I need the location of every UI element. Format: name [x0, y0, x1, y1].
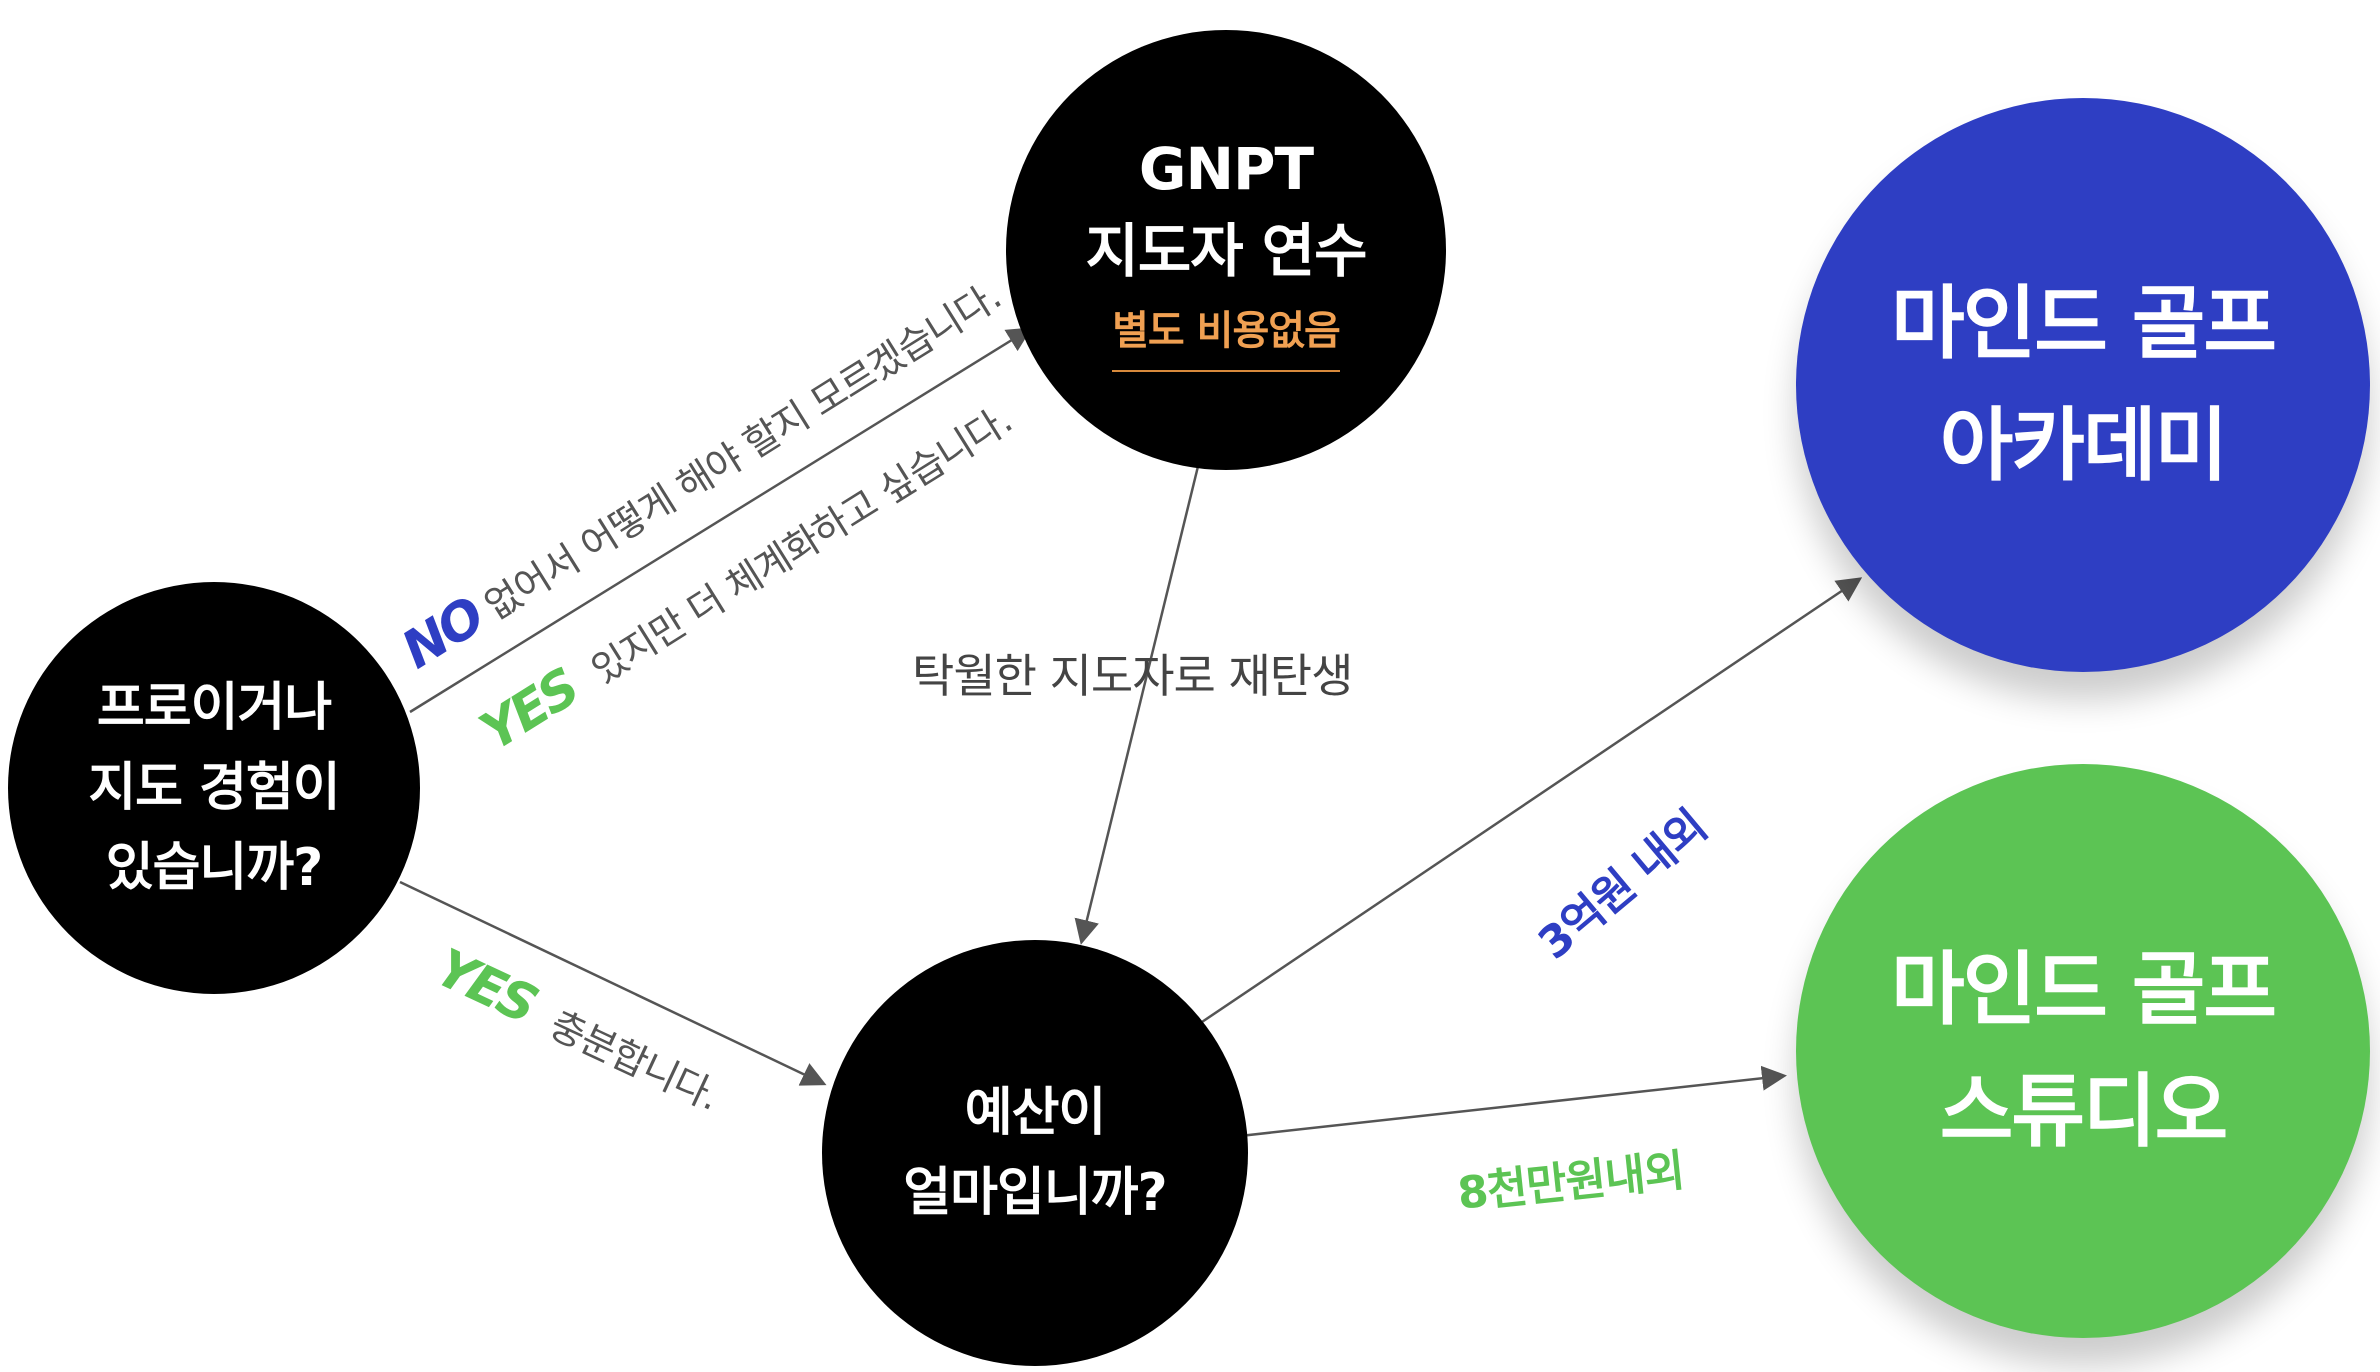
academy-node: 마인드 골프 아카데미	[1796, 98, 2370, 672]
gnpt-node: GNPT 지도자 연수 별도 비용없음	[1006, 30, 1446, 470]
question-budget-line-1: 예산이	[964, 1083, 1107, 1143]
studio-node: 마인드 골프 스튜디오	[1796, 764, 2370, 1338]
question-experience-line-2: 지도 경험이	[88, 758, 340, 818]
gnpt-cost-note: 별도 비용없음	[1112, 298, 1341, 372]
question-experience-line-3: 있습니까?	[105, 838, 324, 898]
studio-line-2: 스튜디오	[1939, 1065, 2228, 1158]
academy-line-1: 마인드 골프	[1891, 277, 2277, 370]
question-budget-line-2: 얼마입니까?	[903, 1163, 1167, 1223]
arrow-experience-to-gnpt	[409, 327, 1033, 714]
gnpt-title-line-2: 지도자 연수	[1085, 217, 1368, 285]
academy-line-2: 아카데미	[1939, 399, 2228, 492]
arrow-gnpt-to-budget	[1074, 449, 1204, 945]
arrow-budget-to-studio	[1239, 1065, 1787, 1138]
arrow-budget-to-academy	[1195, 577, 1863, 1028]
gnpt-title-line-1: GNPT	[1138, 135, 1314, 203]
studio-line-1: 마인드 골프	[1891, 943, 2277, 1036]
question-experience-line-1: 프로이거나	[96, 678, 332, 738]
arrow-experience-to-budget	[399, 880, 827, 1086]
label-gnpt-to-budget: 탁월한 지도자로 재탄생	[912, 649, 1353, 703]
question-experience-node: 프로이거나 지도 경험이 있습니까?	[8, 582, 420, 994]
question-budget-node: 예산이 얼마입니까?	[822, 940, 1248, 1366]
